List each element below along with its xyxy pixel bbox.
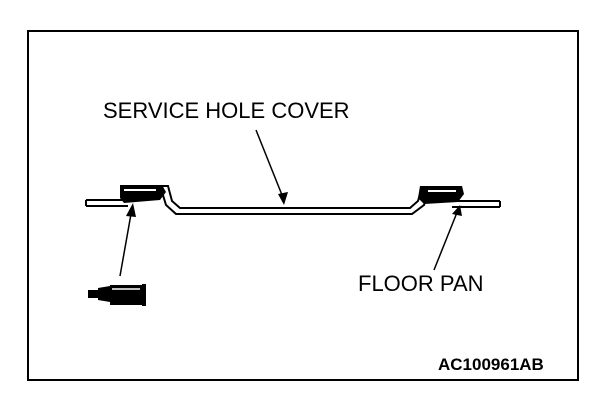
sealant-right xyxy=(418,186,464,204)
figure-id: AC100961AB xyxy=(438,355,544,374)
sealant-left xyxy=(120,185,166,203)
figure-frame xyxy=(27,30,579,381)
service-hole-cover xyxy=(126,185,462,215)
floor-pan-leader xyxy=(433,205,462,271)
sealant-arrow xyxy=(119,203,136,277)
sealant-tube-icon xyxy=(88,284,146,306)
service-cover-leader xyxy=(255,129,288,205)
floor-pan-left xyxy=(85,199,128,207)
floor-pan-label: FLOOR PAN xyxy=(358,271,484,296)
service-hole-cover-label: SERVICE HOLE COVER xyxy=(103,98,350,123)
